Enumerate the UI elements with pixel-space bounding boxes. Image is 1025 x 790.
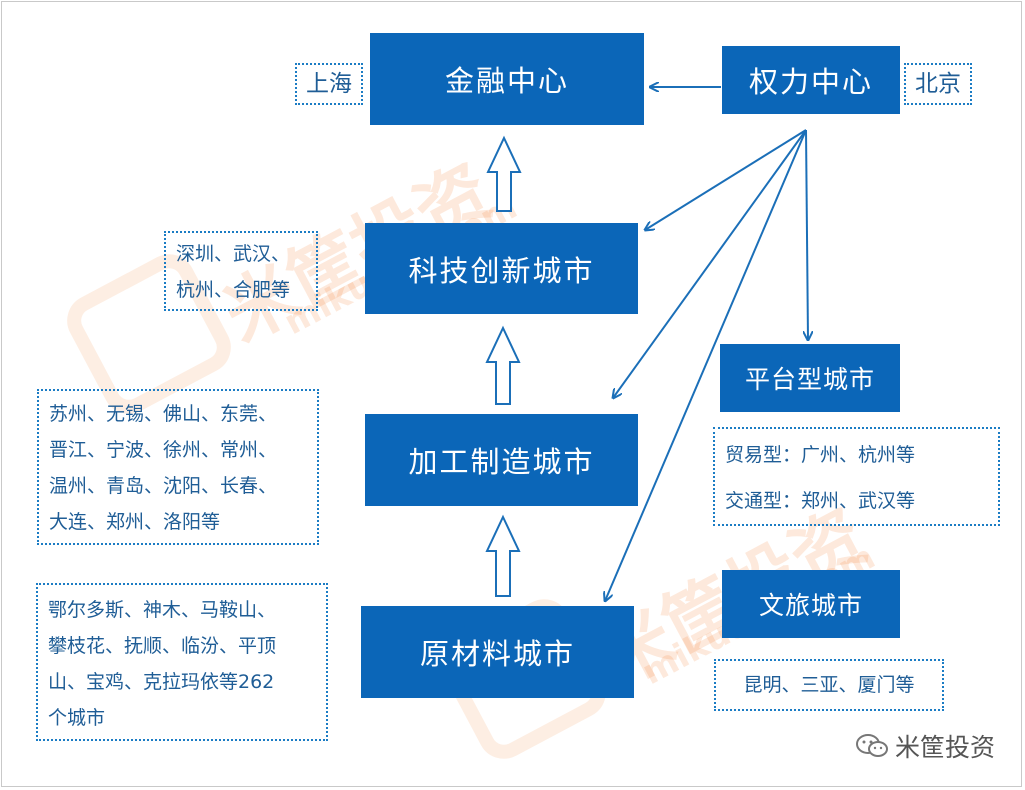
up-arrow-manufacturing-to-tech [485, 325, 521, 405]
note-power-city: 北京 [904, 63, 972, 105]
wechat-icon [856, 734, 888, 757]
arrow-power-to-raw-material [605, 129, 807, 601]
note-line: 大连、郑州、洛阳等 [49, 511, 221, 533]
note-line: 晋江、宁波、徐州、常州、 [49, 439, 278, 461]
note-culture-tourism-cities: 昆明、三亚、厦门等 [714, 659, 944, 711]
node-finance-center: 金融中心 [370, 33, 644, 125]
note-platform-cities: 贸易型：广州、杭州等 交通型：郑州、武汉等 [713, 427, 1000, 526]
arrow-power-to-manufacturing [613, 129, 807, 398]
note-tech-cities: 深圳、武汉、 杭州、合肥等 [164, 231, 318, 311]
note-manufacturing-cities: 苏州、无锡、佛山、东莞、 晋江、宁波、徐州、常州、 温州、青岛、沈阳、长春、 大… [37, 389, 319, 545]
brand-signature: 米筐投资 [855, 728, 995, 764]
brand-name: 米筐投资 [895, 733, 996, 762]
note-line: 温州、青岛、沈阳、长春、 [49, 475, 278, 497]
note-line: 个城市 [48, 707, 106, 729]
note-line: 山、宝鸡、克拉玛依等262 [48, 671, 275, 693]
node-platform-city: 平台型城市 [720, 344, 900, 412]
note-line: 杭州、合肥等 [176, 279, 291, 301]
node-tech-city: 科技创新城市 [365, 223, 638, 314]
note-line: 鄂尔多斯、神木、马鞍山、 [48, 599, 277, 621]
note-line: 苏州、无锡、佛山、东莞、 [49, 403, 278, 425]
note-finance-city: 上海 [295, 63, 363, 105]
arrow-power-to-tech [645, 129, 807, 230]
node-power-center: 权力中心 [722, 46, 900, 114]
note-line: 攀枝花、抚顺、临汾、平顶 [48, 635, 277, 657]
up-arrow-tech-to-finance [486, 135, 522, 212]
up-arrow-raw-material-to-manufacturing [485, 514, 521, 597]
node-raw-material-city: 原材料城市 [361, 606, 634, 698]
arrow-power-to-platform [806, 129, 808, 340]
node-culture-tourism-city: 文旅城市 [722, 570, 900, 638]
note-line: 深圳、武汉、 [176, 243, 291, 265]
note-line: 交通型：郑州、武汉等 [725, 490, 916, 512]
note-raw-material-cities: 鄂尔多斯、神木、马鞍山、 攀枝花、抚顺、临汾、平顶 山、宝鸡、克拉玛依等262 … [36, 583, 328, 741]
node-manufacturing-city: 加工制造城市 [365, 414, 638, 506]
note-line: 贸易型：广州、杭州等 [725, 444, 916, 466]
